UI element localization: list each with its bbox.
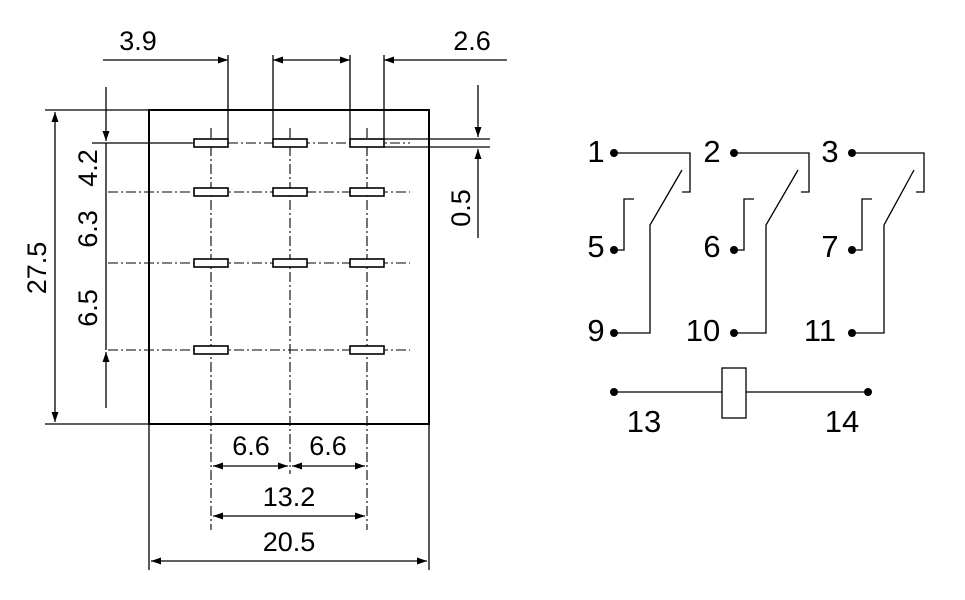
pad	[349, 345, 385, 355]
schematic-view: 1 5 9 2 6 10 3 7 11	[587, 134, 925, 439]
dim-top-right: 2.6	[453, 26, 491, 56]
dim-row2: 6.3	[73, 210, 103, 248]
pin-label-13: 13	[627, 404, 661, 439]
pad	[349, 258, 385, 268]
pad	[193, 258, 229, 268]
pad	[193, 345, 229, 355]
dim-outer-cols: 13.2	[263, 482, 316, 512]
dim-row1: 4.2	[73, 149, 103, 187]
footprint-view: 3.9 2.6 4.2 6.3 6.5 27.5 0.5 6.6 6.6 13.…	[22, 26, 507, 570]
pad	[272, 258, 308, 268]
pin-label-2: 2	[703, 134, 720, 169]
pin-pads	[193, 138, 385, 355]
dim-width: 20.5	[263, 527, 316, 557]
pin-label-10: 10	[686, 313, 720, 348]
pin-label-5: 5	[587, 229, 604, 264]
dim-col-left: 6.6	[232, 431, 270, 461]
contact-group-1: 1 5 9	[587, 134, 691, 348]
pin-label-3: 3	[821, 134, 838, 169]
pin-label-14: 14	[825, 404, 859, 439]
pin-label-9: 9	[587, 313, 604, 348]
dimension-labels: 3.9 2.6 4.2 6.3 6.5 27.5 0.5 6.6 6.6 13.…	[22, 26, 491, 557]
dim-top-left: 3.9	[119, 26, 157, 56]
dim-row3: 6.5	[73, 289, 103, 327]
pin-label-7: 7	[821, 229, 838, 264]
dim-pad: 0.5	[446, 189, 476, 227]
pad	[349, 138, 385, 148]
pin-label-11: 11	[804, 313, 836, 348]
coil-symbol	[721, 367, 747, 419]
extension-lines	[45, 55, 490, 570]
pin-label-6: 6	[703, 229, 720, 264]
pin-label-1: 1	[587, 134, 604, 169]
pad	[272, 138, 308, 148]
pad	[272, 187, 308, 197]
contact-group-2: 2 6 10	[686, 134, 810, 348]
pad	[193, 138, 229, 148]
dimension-lines	[51, 56, 507, 565]
dim-col-right: 6.6	[309, 431, 347, 461]
relay-coil: 13 14	[610, 367, 872, 439]
dim-height: 27.5	[22, 242, 52, 295]
pad	[193, 187, 229, 197]
pad	[349, 187, 385, 197]
contact-group-3: 3 7 11	[804, 134, 925, 348]
relay-outline	[148, 109, 430, 425]
